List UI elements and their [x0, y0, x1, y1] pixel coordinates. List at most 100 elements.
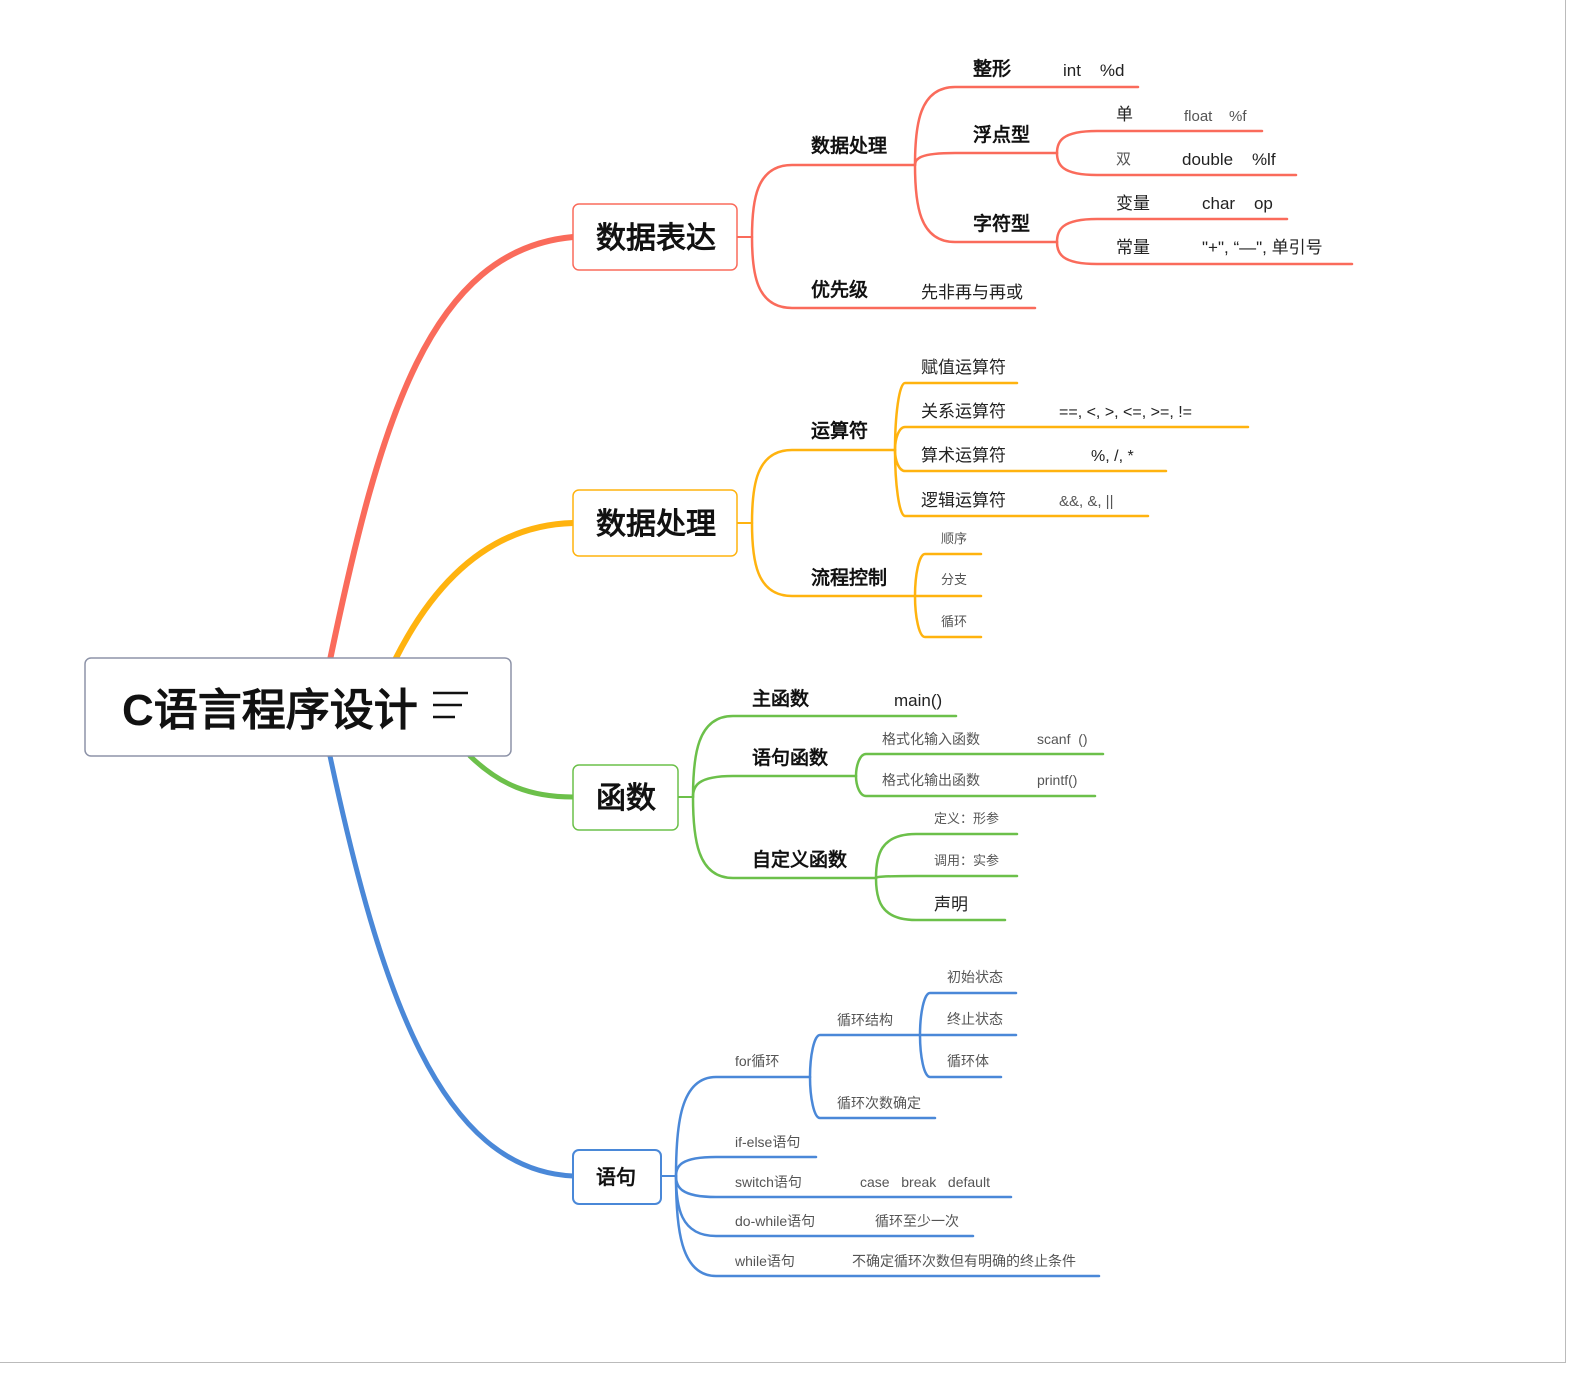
node-main-function[interactable]: 主函数	[752, 687, 810, 710]
main-branch-statements	[327, 753, 576, 1179]
topic-functions[interactable]: 函数	[572, 764, 679, 831]
branch-body	[918, 1033, 1003, 1079]
node-if-else[interactable]: if-else语句	[735, 1134, 800, 1150]
node-constant[interactable]: 常量	[1116, 238, 1150, 257]
branch-initial	[918, 991, 1018, 1037]
topic-box	[572, 203, 738, 271]
node-while-value[interactable]: 不确定循环次数但有明确的终止条件	[852, 1253, 1076, 1269]
topic-label: 语句	[596, 1165, 636, 1189]
node-relational-op[interactable]: 关系运算符	[921, 402, 1006, 421]
node-main-value[interactable]: main()	[894, 691, 942, 710]
node-double[interactable]: 双	[1116, 151, 1131, 168]
node-do-while[interactable]: do-while语句	[735, 1213, 815, 1229]
connector-lines	[327, 85, 1354, 1278]
node-int-value[interactable]: int %d	[1063, 61, 1124, 80]
node-switch-value[interactable]: case break default	[860, 1174, 990, 1190]
node-loop-count[interactable]: 循环次数确定	[837, 1095, 921, 1111]
main-branch-functions	[467, 753, 576, 800]
branch-int	[913, 85, 1140, 167]
topic-label: 数据表达	[596, 222, 716, 255]
branch-operators	[750, 448, 897, 525]
branch-input	[854, 752, 1105, 778]
node-arithmetic-value[interactable]: %, /, *	[1091, 448, 1134, 465]
topic-data-expression[interactable]: 数据表达	[572, 203, 738, 271]
branch-sequence	[913, 552, 983, 598]
topic-label: 数据处理	[596, 508, 716, 541]
branch-output	[854, 774, 1097, 798]
node-data-handling[interactable]: 数据处理	[811, 134, 887, 157]
canvas-edge-bottom	[0, 1362, 1566, 1363]
node-flow-control[interactable]: 流程控制	[811, 566, 887, 589]
canvas-edge-right	[1565, 0, 1566, 1363]
branch-while	[674, 1174, 1101, 1278]
branch-declaration	[874, 876, 1007, 922]
node-logical-op[interactable]: 逻辑运算符	[921, 491, 1006, 510]
branch-main	[691, 714, 958, 799]
branch-relational	[893, 425, 1250, 452]
topic-box	[572, 489, 738, 557]
root-node[interactable]: C语言程序设计	[84, 657, 512, 757]
node-int[interactable]: 整形	[973, 57, 1011, 80]
main-branch-data-processing	[392, 520, 576, 663]
topic-statements[interactable]: 语句	[572, 1149, 662, 1205]
branch-definition	[874, 832, 1019, 880]
branch-statement	[691, 774, 858, 799]
branch-custom	[691, 795, 878, 880]
node-sequence[interactable]: 顺序	[941, 531, 967, 546]
branch-data-handling	[750, 163, 917, 239]
menu-lines-icon[interactable]	[433, 691, 468, 719]
node-double-value[interactable]: double %lf	[1182, 150, 1276, 169]
node-format-input-value[interactable]: scanf ()	[1037, 731, 1088, 747]
node-custom-function[interactable]: 自定义函数	[752, 848, 848, 871]
branch-flow	[750, 521, 917, 598]
branch-single	[1055, 129, 1264, 155]
branch-double	[1055, 151, 1298, 177]
branch-loop-structure	[808, 1033, 922, 1079]
node-loop-structure[interactable]: 循环结构	[837, 1012, 893, 1028]
branch-loop	[913, 594, 983, 639]
node-constant-value[interactable]: "+", “—", 单引号	[1202, 238, 1323, 257]
branch-char	[913, 163, 1059, 244]
node-single[interactable]: 单	[1116, 105, 1133, 124]
root-node-box	[84, 657, 512, 757]
node-do-while-value[interactable]: 循环至少一次	[875, 1213, 959, 1229]
main-branch-data-expression	[327, 234, 576, 663]
node-operators[interactable]: 运算符	[811, 419, 868, 442]
branch-variable	[1055, 217, 1289, 244]
topic-box	[572, 764, 679, 831]
node-switch[interactable]: switch语句	[735, 1174, 802, 1190]
node-loop-body[interactable]: 循环体	[947, 1053, 989, 1069]
node-priority[interactable]: 优先级	[811, 278, 868, 301]
node-format-output[interactable]: 格式化输出函数	[882, 772, 980, 788]
topic-label: 函数	[596, 782, 657, 815]
node-variable[interactable]: 变量	[1116, 194, 1150, 213]
node-loop[interactable]: 循环	[941, 614, 967, 629]
node-relational-value[interactable]: ==, <, >, <=, >=, !=	[1059, 404, 1192, 421]
node-branch[interactable]: 分支	[941, 572, 967, 587]
node-assign-op[interactable]: 赋值运算符	[921, 358, 1006, 377]
branch-call	[874, 874, 1019, 880]
node-float[interactable]: 浮点型	[973, 123, 1030, 146]
node-while[interactable]: while语句	[734, 1253, 795, 1269]
node-single-value[interactable]: float %f	[1184, 108, 1247, 125]
node-format-input[interactable]: 格式化输入函数	[882, 731, 980, 747]
node-char[interactable]: 字符型	[973, 212, 1030, 235]
branch-constant	[1055, 240, 1354, 266]
node-for-loop[interactable]: for循环	[735, 1053, 779, 1069]
node-arithmetic-op[interactable]: 算术运算符	[921, 446, 1006, 465]
node-definition[interactable]: 定义：形参	[934, 811, 999, 826]
topic-data-processing[interactable]: 数据处理	[572, 489, 738, 557]
node-format-output-value[interactable]: printf()	[1037, 772, 1077, 788]
node-logical-value[interactable]: &&, &, ||	[1059, 493, 1113, 510]
node-priority-value[interactable]: 先非再与再或	[921, 283, 1023, 302]
branch-loop-count	[808, 1075, 937, 1120]
branch-if-else	[674, 1155, 818, 1178]
node-statement-function[interactable]: 语句函数	[752, 746, 829, 769]
node-variable-value[interactable]: char op	[1202, 194, 1273, 213]
branch-priority	[750, 235, 1037, 310]
node-declaration[interactable]: 声明	[934, 895, 968, 914]
node-call[interactable]: 调用：实参	[934, 853, 999, 868]
node-end-state[interactable]: 终止状态	[947, 1011, 1003, 1027]
node-initial-state[interactable]: 初始状态	[947, 969, 1003, 985]
